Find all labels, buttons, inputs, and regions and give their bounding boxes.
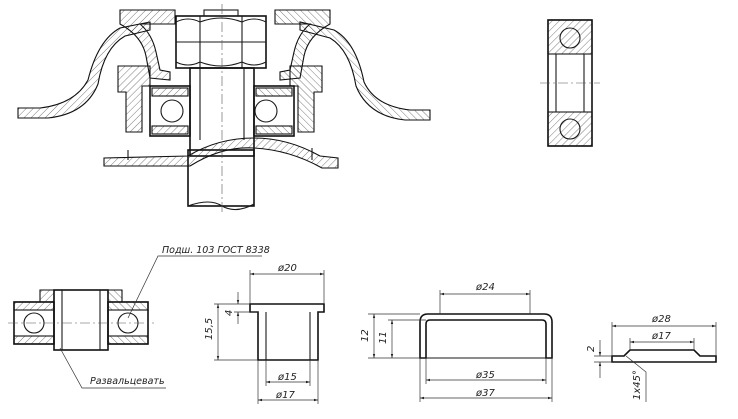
bush-part <box>214 270 325 404</box>
washer-part <box>594 322 717 402</box>
top-cap-left <box>119 9 176 81</box>
dim-cap-h12: 12 <box>360 329 371 342</box>
bearing-side-view <box>540 19 600 147</box>
flare-note: Развальцевать <box>90 376 165 387</box>
assembly-section <box>17 4 431 214</box>
dim-bush-h155: 15,5 <box>204 318 215 340</box>
inner-bush-left <box>117 65 151 133</box>
dim-cap-d35: ø35 <box>475 370 495 381</box>
dim-bush-d17: ø17 <box>275 390 295 401</box>
dim-cap-d24: ø24 <box>475 282 495 293</box>
cap-part <box>368 290 553 402</box>
dim-washer-d28: ø28 <box>651 314 671 325</box>
dim-washer-d17: ø17 <box>651 331 671 342</box>
dim-cap-h11: 11 <box>378 331 389 344</box>
dim-bush-h4: 4 <box>224 310 235 316</box>
dim-bush-d20: ø20 <box>277 263 297 274</box>
dim-washer-chamfer: 1x45° <box>632 370 643 400</box>
bearing-with-bush <box>8 255 262 389</box>
dim-washer-h2: 2 <box>586 346 597 352</box>
inner-bush-right <box>289 65 323 133</box>
bearing-spec-note: Подш. 103 ГОСТ 8338 <box>162 245 270 256</box>
dim-cap-d37: ø37 <box>475 388 495 399</box>
dim-bush-d15: ø15 <box>277 372 297 383</box>
bottom-plate <box>103 137 339 169</box>
top-cap-right <box>274 9 331 81</box>
